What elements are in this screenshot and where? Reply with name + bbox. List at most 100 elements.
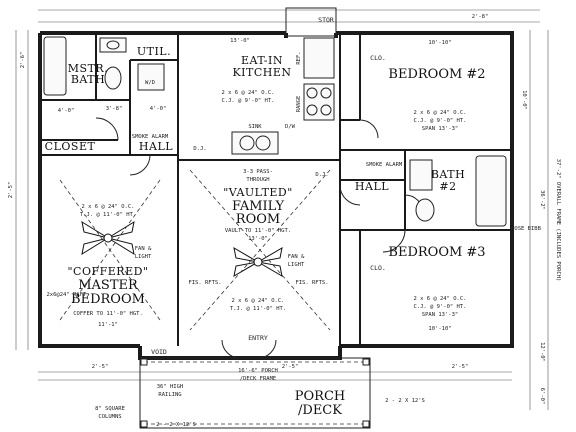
fan-note-fr-2: LIGHT	[288, 262, 305, 268]
plumbing-fixtures	[43, 36, 507, 227]
joist-br2-1: 2 x 6 @ 24" O.C.	[414, 110, 467, 116]
mstr-bath-label-2: BATH	[71, 73, 105, 86]
header-porch: 2 - 2 X 12'S	[156, 422, 196, 428]
rafts-note: 2x6@24" RAFT.	[46, 292, 89, 298]
dim-right-2: 10'-0"	[521, 90, 527, 110]
rfts-note-2: FIS. RFTS.	[295, 280, 328, 286]
construction-notes: 2 x 6 @ 24" O.C. C.J. @ 9'-0" HT. 2 x 6 …	[46, 51, 561, 428]
util-label: UTIL.	[137, 45, 171, 58]
dj-note-2: D.J.	[193, 146, 206, 152]
hall-label-2: HALL	[355, 180, 389, 193]
family-label-2: FAMILY	[232, 199, 285, 214]
ceiling-lines	[59, 169, 331, 331]
joist-br3-1: 2 x 6 @ 24" O.C.	[414, 296, 467, 302]
joist-br3-2: C.J. @ 9'-0" HT.	[414, 304, 467, 310]
railing-2: RAILING	[158, 392, 181, 398]
dim-bot-3: 2'-5"	[452, 364, 469, 370]
fan-note-fr-1: FAN &	[288, 254, 305, 260]
columns-2: COLUMNS	[98, 414, 121, 420]
clo-label-2: CLO.	[370, 264, 386, 272]
ceiling-fan-family	[233, 247, 283, 277]
dw-note: D/W	[285, 124, 296, 130]
dim-right-1: 36'-2"	[539, 190, 545, 210]
dim-left-1: 2'-5"	[8, 182, 14, 199]
dim-bot-1: 2'-5"	[92, 364, 109, 370]
master-label-2: MASTER	[78, 278, 139, 293]
door-swings	[95, 117, 424, 359]
bedroom2-label: BEDROOM #2	[388, 67, 485, 82]
ref-note: REF.	[296, 51, 302, 64]
dim-fr: 13'-0"	[248, 236, 268, 242]
smoke-note-2: SMOKE ALARM	[366, 162, 403, 168]
dim-mstr: 3'-8"	[106, 106, 123, 112]
fan-note-mb-1: FAN &	[135, 246, 152, 252]
refrigerator	[303, 37, 335, 79]
range-note: RANGE	[296, 96, 302, 113]
joist-br2-3: SPAN 13'-3"	[422, 126, 458, 132]
dim-bot-2: 2'-5"	[282, 364, 299, 370]
porch-label-2: /DECK	[298, 403, 342, 418]
dim-util: 4'-0"	[150, 106, 167, 112]
bath2-label-2: #2	[439, 180, 456, 193]
pass-note-1: 3-3 PASS-	[243, 169, 273, 175]
joist-mb-2: T.J. @ 11'-0" HT.	[80, 212, 136, 218]
bedroom3-label: BEDROOM #3	[388, 245, 485, 260]
dim-right-3: 12'-0"	[539, 342, 545, 362]
void-label: VOID	[151, 348, 167, 356]
interior-walls	[40, 33, 512, 346]
family-label-3: ROOM	[236, 212, 280, 227]
joist-br2-2: C.J. @ 9'-0" HT.	[414, 118, 467, 124]
smoke-note-1: SMOKE ALARM	[132, 134, 169, 140]
mstr-bath-label-1: MSTR.	[68, 62, 108, 75]
railing-1: 36" HIGH	[157, 384, 184, 390]
hall-label-1: HALL	[139, 140, 173, 153]
dj-note-1: D.J.	[315, 172, 328, 178]
entry-label: ENTRY	[248, 334, 268, 342]
columns-1: 8" SQUARE	[95, 406, 125, 412]
dim-br3: 10'-10"	[428, 326, 451, 332]
clo-label-1: CLO.	[370, 54, 386, 62]
pass-note-2: THROUGH	[246, 177, 269, 183]
overall-note: 37'-2" OVERALL FRAME (INCLUDES PORCH)	[555, 159, 561, 282]
dim-kit: 13'-0"	[230, 38, 250, 44]
wd-note: W/D	[145, 80, 155, 86]
closet-label: CLOSET	[45, 140, 96, 153]
tub-bath2	[475, 155, 507, 227]
dim-porch: 6'-0"	[539, 388, 545, 405]
porch-label-1: PORCH	[295, 389, 345, 404]
vault-note: VAULT TO 11'-0" HGT.	[225, 228, 291, 234]
fan-note-mb-2: LIGHT	[135, 254, 152, 260]
dim-mb: 11'-1"	[98, 322, 118, 328]
sink-note: SINK	[248, 124, 262, 130]
toilet-master	[104, 66, 122, 90]
room-labels: EAT-IN KITCHEN BEDROOM #2 BEDROOM #3 BAT…	[45, 16, 486, 418]
toilet-bath2	[415, 198, 435, 222]
coffer-note: COFFER TO 11'-0" HGT.	[73, 311, 143, 317]
joist-mb-1: 2 x 6 @ 24" O.C.	[82, 204, 135, 210]
master-label-1: "COFFERED"	[68, 265, 149, 278]
dim-top: 2'-8"	[472, 14, 489, 20]
dim-br2: 10'-10"	[428, 40, 451, 46]
dimensions: 10'-10" 10'-10" 11'-1" 13'-0" 13'-0" 4'-…	[8, 14, 545, 404]
dim-left-2: 2'-6"	[20, 52, 26, 69]
shower-stall	[137, 63, 165, 91]
porch-frame-2: /DECK FRAME	[240, 376, 276, 382]
dim-closet: 4'-0"	[58, 108, 75, 114]
tub-master	[43, 36, 67, 96]
exterior-walls	[38, 7, 514, 360]
master-label-3: BEDROOM	[71, 292, 145, 307]
header-right: 2 - 2 X 12'S	[385, 398, 425, 404]
joist-fr-2: T.J. @ 11'-0" HT.	[230, 306, 286, 312]
kitchen-label-1: EAT-IN	[241, 54, 283, 67]
stor-label: STOR	[318, 16, 334, 24]
rfts-note-1: FIS. RFTS.	[188, 280, 221, 286]
kitchen-sink	[231, 131, 279, 155]
porch	[139, 357, 371, 429]
vanity-bath2	[409, 159, 433, 191]
dimension-lines	[15, 9, 549, 410]
joist-fr-1: 2 x 6 @ 24" O.C.	[232, 298, 285, 304]
joist-top-2: C.J. @ 9'-0" HT.	[222, 98, 275, 104]
kitchen-label-2: KITCHEN	[232, 66, 291, 79]
joist-br3-3: SPAN 13'-3"	[422, 312, 458, 318]
